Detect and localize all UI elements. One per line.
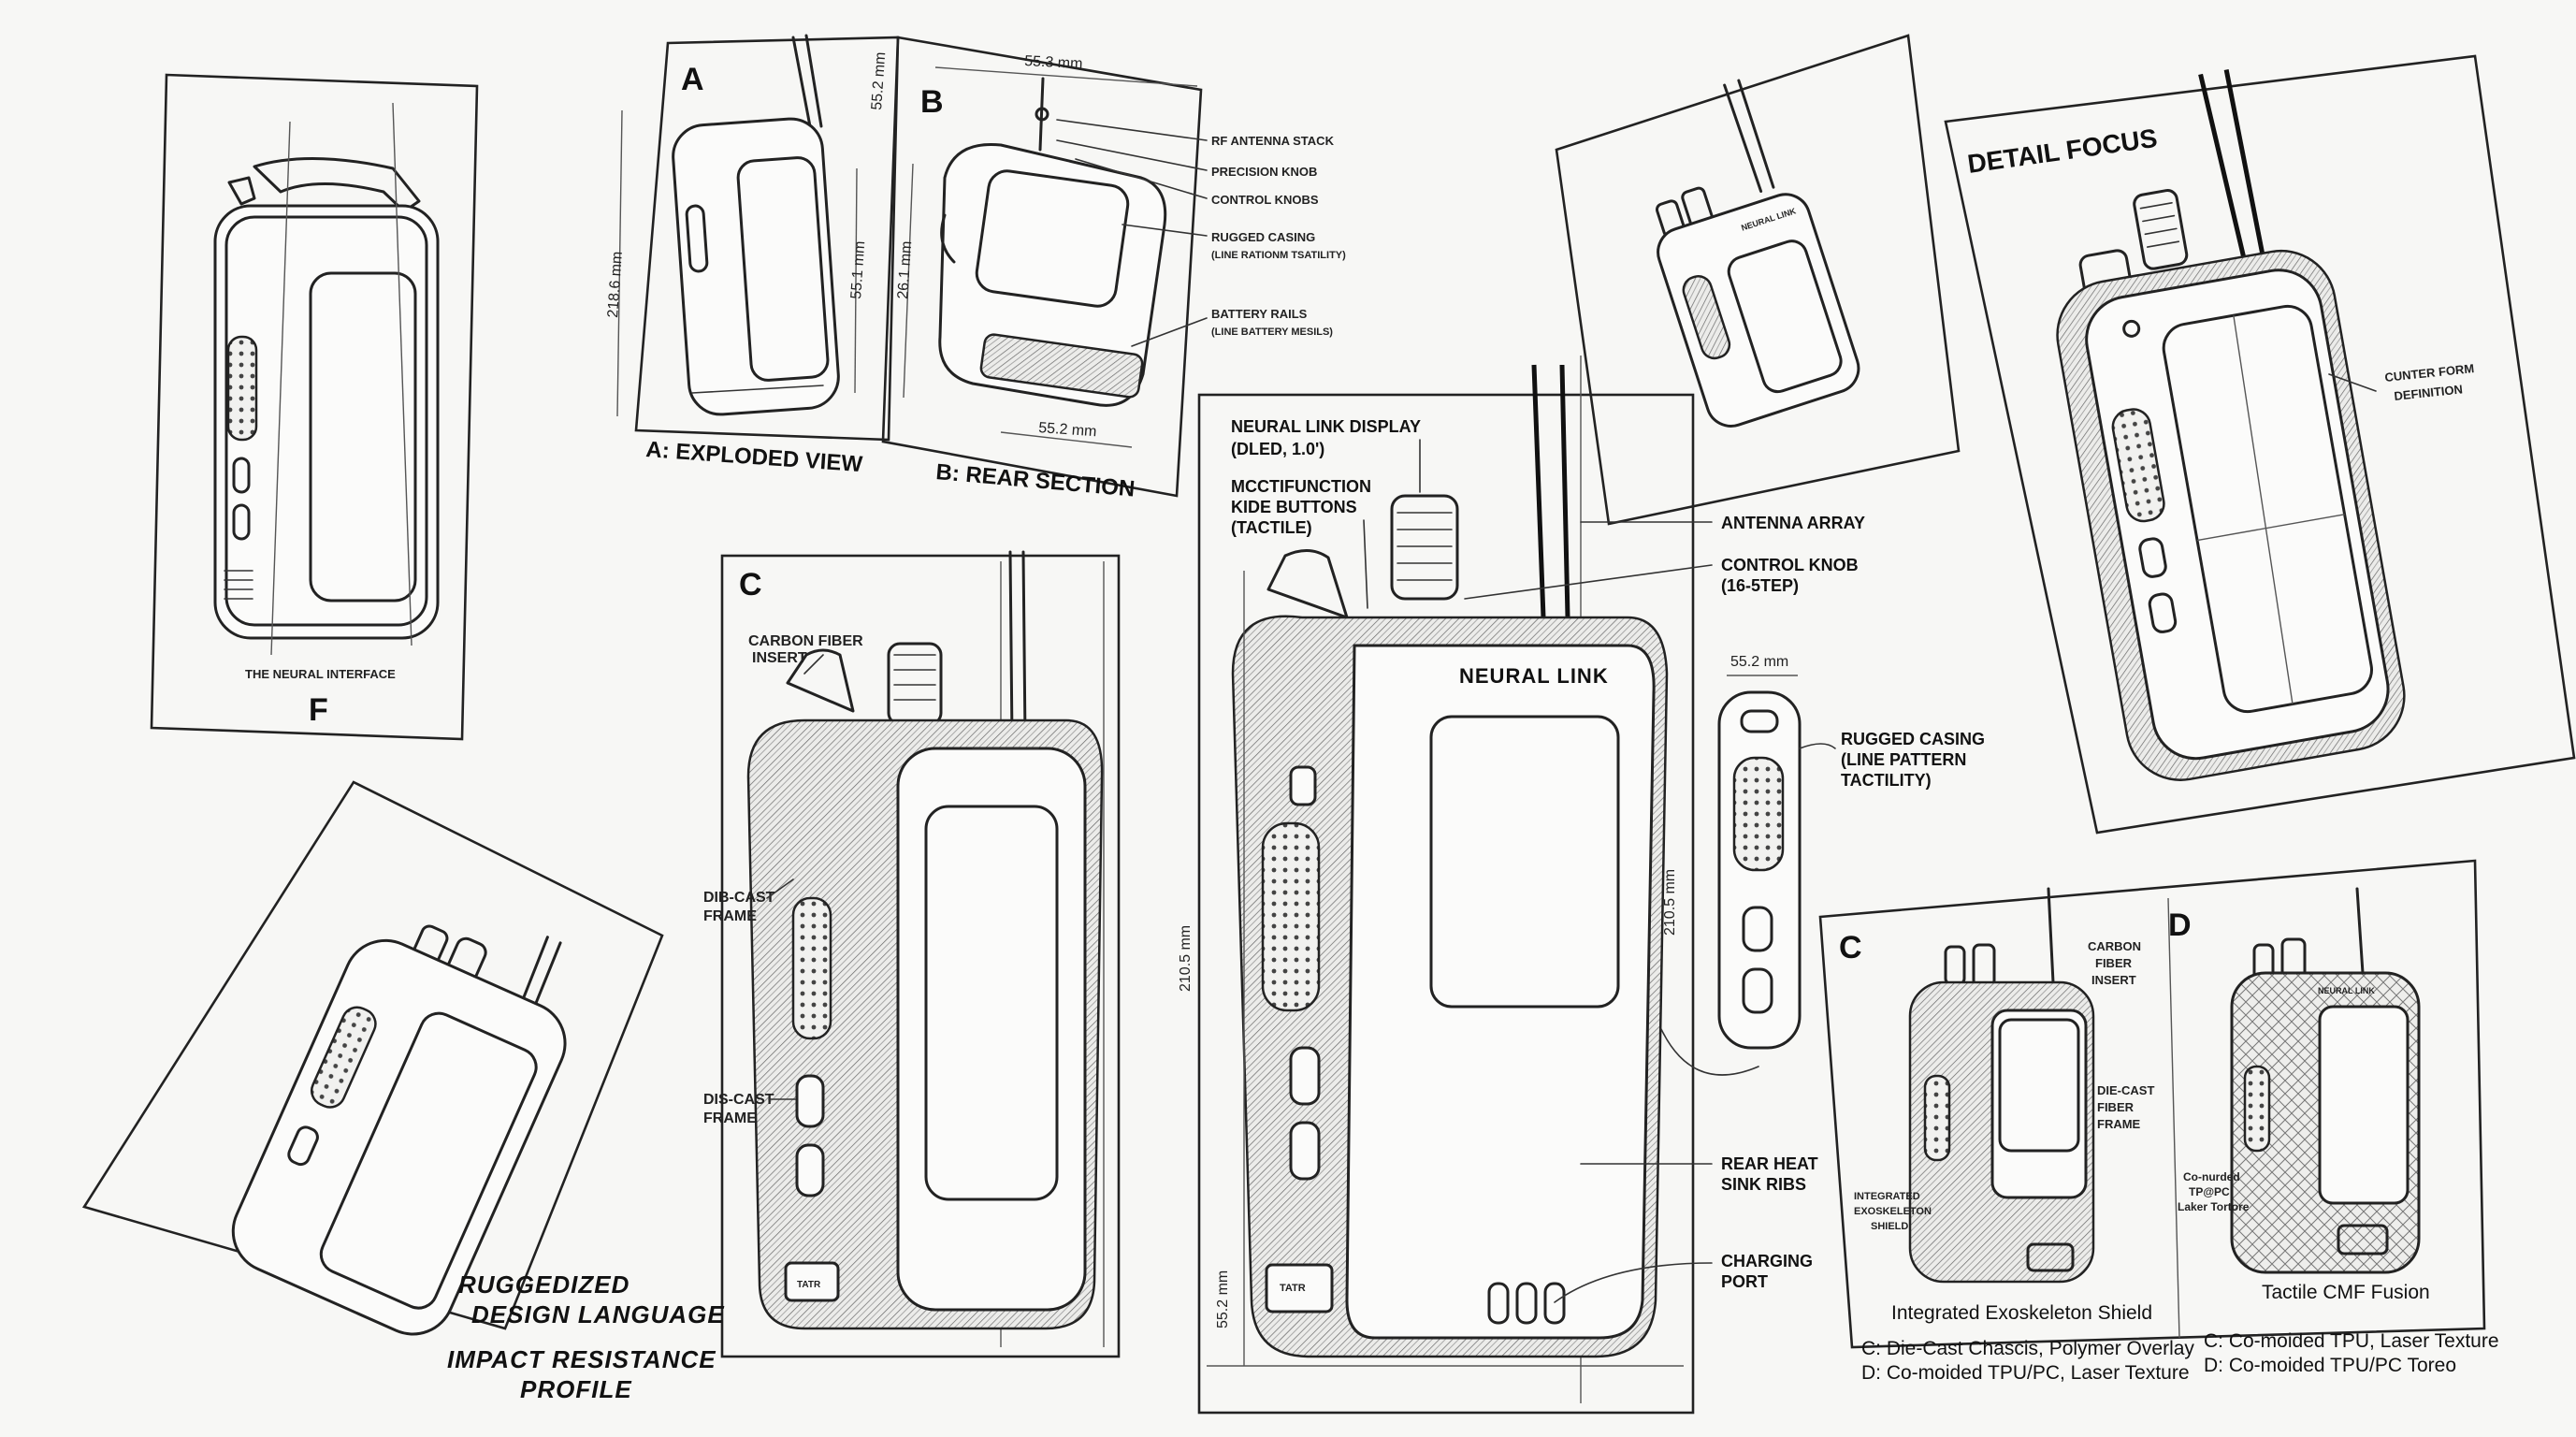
note-d-1: D: Co-moided TPU/PC, Laser Texture [1861, 1362, 2190, 1384]
cd-caption-c: Integrated Exoskeleton Shield [1891, 1302, 2152, 1324]
cd-caption-d: Tactile CMF Fusion [2262, 1282, 2430, 1303]
c-left-callout-carbon: CARBON FIBER [748, 633, 863, 649]
cd-callout-frame: FRAME [2097, 1117, 2141, 1131]
c-left-port-label: TATR [797, 1280, 821, 1290]
panel-a-dim-top: 55.2 mm [869, 51, 889, 110]
center-callout-buttons-2: KIDE BUTTONS [1231, 498, 1357, 516]
panel-c-letter: C [1839, 930, 1862, 965]
center-callout-casing: RUGGED CASING [1841, 730, 1985, 748]
d-brand: NEURAL LINK [2318, 986, 2375, 995]
panel-b-dim-height: 26.1 mm [895, 240, 915, 299]
detail-callout-2: DEFINITION [2394, 382, 2464, 403]
cd-callout-tppc: TP@PC, [2189, 1185, 2233, 1198]
panel-f-title: THE NEURAL INTERFACE [245, 667, 396, 681]
center-callout-charging: CHARGING [1721, 1252, 1813, 1270]
panel-a-letter: A [681, 62, 704, 97]
center-callout-antenna: ANTENNA ARRAY [1721, 514, 1865, 532]
cd-callout-exoskeleton: EXOSKELETON [1854, 1206, 1932, 1217]
panel-a-dim-inner: 55.1 mm [848, 240, 868, 299]
center-callout-knob-note: (16-5TEP) [1721, 576, 1799, 595]
panel-a-caption: A: EXPLODED VIEW [645, 437, 864, 477]
center-callout-heatsink-1: REAR HEAT [1721, 1154, 1818, 1173]
panel-f: THE NEURAL INTERFACE F [150, 73, 479, 741]
center-callout-heatsink-2: SINK RIBS [1721, 1175, 1806, 1194]
panel-b: B 55.3 mm 26.1 mm 55.2 mm B: REAR SECTIO… [881, 36, 1346, 502]
device-small-top: NEURAL LINK [1655, 79, 1860, 428]
c-left-callout-dibcast: DIB-CAST [703, 890, 775, 906]
cd-callout-fiber1: FIBER [2095, 956, 2133, 970]
callout-rugged-casing-note: (LINE RATIONM TSATILITY) [1211, 250, 1346, 261]
center-callout-casing-note1: (LINE PATTERN [1841, 750, 1966, 769]
callout-precision-knob: PRECISION KNOB [1211, 165, 1317, 179]
panel-center: TATR NEURAL LINK 210.5 mm 210.5 mm 55.2 … [1178, 356, 1985, 1415]
panel-f-letter: F [309, 692, 328, 728]
panel-detail-focus: DETAIL FOCUS CUNTER FORM DEFINITION [1944, 54, 2576, 835]
cd-callout-shield: SHIELD [1871, 1221, 1908, 1232]
device-a [672, 117, 840, 416]
note-impact-resistance: IMPACT RESISTANCE [447, 1345, 716, 1373]
center-callout-port: PORT [1721, 1272, 1768, 1291]
c-left-callout-insert: INSERT [752, 650, 807, 666]
panel-d-letter: D [2168, 907, 2192, 943]
side-profile-dim: 55.2 mm [1730, 654, 1788, 670]
center-port-label: TATR [1280, 1283, 1306, 1294]
center-callout-knob: CONTROL KNOB [1721, 556, 1859, 574]
note-d-2: D: Co-moided TPU/PC Toreo [2204, 1355, 2456, 1376]
callout-rugged-casing: RUGGED CASING [1211, 230, 1315, 244]
cd-callout-fiber2: FIBER [2097, 1100, 2135, 1114]
center-dim-bottom: 55.2 mm [1215, 1270, 1231, 1328]
note-c-1: C: Die-Cast Chascis, Polymer Overlay [1861, 1338, 2194, 1359]
center-callout-casing-note2: TACTILITY) [1841, 771, 1932, 790]
cd-callout-diecast: DIE-CAST [2097, 1083, 2154, 1097]
device-b [938, 77, 1167, 407]
material-notes: C: Die-Cast Chascis, Polymer Overlay C: … [1861, 1330, 2499, 1384]
center-callout-display: NEURAL LINK DISPLAY [1231, 417, 1421, 436]
detail-callout-1: CUNTER FORM [2384, 361, 2475, 385]
device-rotated [231, 924, 567, 1336]
panel-b-dim-bottom: 55.2 mm [1038, 420, 1097, 440]
callout-rf-antenna-stack: RF ANTENNA STACK [1211, 134, 1335, 148]
center-callout-display-note: (DLED, 1.0') [1231, 440, 1324, 458]
cd-callout-laker: Laker Tortore [2178, 1200, 2250, 1213]
callout-control-knobs: CONTROL KNOBS [1211, 193, 1319, 207]
device-d-small: NEURAL LINK [2230, 887, 2421, 1274]
note-c-2: C: Co-moided TPU, Laser Texture [2204, 1330, 2499, 1352]
note-ruggedized: RUGGEDIZED [458, 1270, 630, 1299]
note-design-language: DESIGN LANGUAGE [471, 1300, 725, 1328]
callout-battery-rails: BATTERY RAILS [1211, 307, 1308, 321]
cd-callout-carbon: CARBON [2088, 939, 2141, 953]
detail-title: DETAIL FOCUS [1966, 123, 2160, 179]
device-f [213, 102, 440, 656]
note-profile: PROFILE [520, 1375, 632, 1403]
side-profile: 55.2 mm [1660, 654, 1836, 1076]
panel-cd: C D CARBON FIBER INSERT DIE-CAST FIBER F… [1818, 859, 2486, 1349]
panel-a: A 218.6 mm 55.1 mm 55.2 mm A: EXPLODED V… [605, 34, 900, 477]
device-c-left: TATR [746, 550, 1104, 1330]
cd-callout-insert: INSERT [2091, 973, 2136, 987]
panel-c-left: C TATR CARBON FIBER INSERT DIB-CAST FRAM… [703, 550, 1121, 1358]
center-dim-side: 210.5 mm [1662, 869, 1678, 936]
panel-a-dim-height: 218.6 mm [605, 251, 626, 318]
panel-small-top: NEURAL LINK [1555, 34, 1961, 526]
c-left-callout-frame1: FRAME [703, 908, 757, 924]
device-center: TATR NEURAL LINK [1231, 364, 1669, 1366]
panel-c-left-letter: C [739, 567, 762, 602]
center-brand: NEURAL LINK [1459, 664, 1609, 688]
center-callout-buttons-3: (TACTILE) [1231, 518, 1312, 537]
panel-b-letter: B [920, 84, 944, 120]
cd-callout-conurded: Co-nurded [2183, 1170, 2240, 1183]
panel-b-caption: B: REAR SECTION [934, 459, 1136, 501]
center-callout-buttons-1: MCCTIFUNCTION [1231, 477, 1371, 496]
panel-b-callouts: RF ANTENNA STACK PRECISION KNOB CONTROL … [1056, 119, 1346, 347]
panel-rotated-bottom-left: RUGGEDIZED DESIGN LANGUAGE IMPACT RESIST… [81, 780, 725, 1403]
device-detail [2056, 69, 2406, 781]
c-left-callout-discast: DIS-CAST [703, 1092, 774, 1108]
device-c-small [1908, 887, 2095, 1284]
center-dim-height: 210.5 mm [1178, 925, 1194, 992]
callout-battery-rails-note: (LINE BATTERY MESILS) [1211, 327, 1333, 338]
panel-b-dim-top: 55.3 mm [1024, 53, 1083, 72]
cd-callout-integrated: INTEGRATED [1854, 1191, 1920, 1202]
c-left-callout-frame2: FRAME [703, 1110, 757, 1126]
